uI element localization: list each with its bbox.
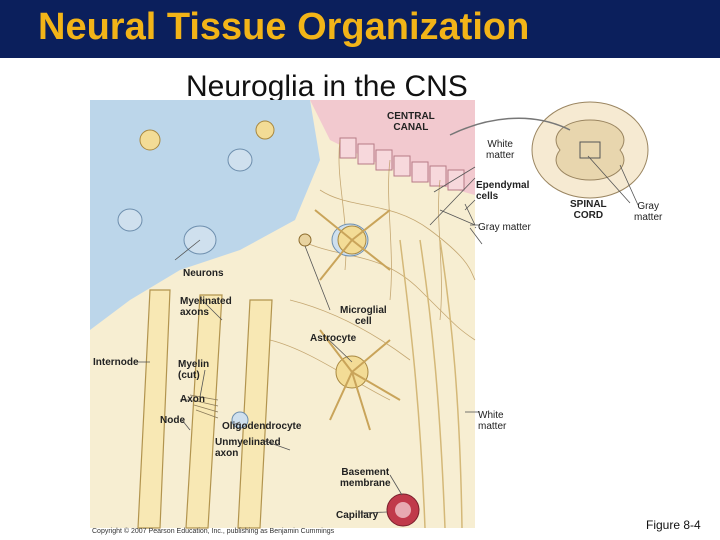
spinal-cord-section — [531, 101, 649, 199]
label-myelin-cut: Myelin (cut) — [178, 359, 210, 381]
label-astrocyte: Astrocyte — [310, 333, 357, 344]
label-central-canal: CENTRAL CANAL — [387, 111, 435, 133]
astrocyte-processes — [314, 209, 401, 431]
ependymal-cells — [339, 137, 465, 191]
label-white-matter-bottom: White matter — [478, 410, 507, 432]
leader-lines — [135, 155, 639, 514]
label-ependymal-cells: Ependymal cells — [476, 180, 530, 202]
slide-subtitle: Neuroglia in the CNS — [186, 70, 468, 103]
copyright-notice: Copyright © 2007 Pearson Education, Inc.… — [92, 528, 335, 535]
title-bar: Neural Tissue Organization — [0, 0, 720, 58]
label-oligodendrocyte: Oligodendrocyte — [222, 421, 302, 432]
label-unmyelinated-axon: Unmyelinated axon — [215, 437, 281, 459]
figure-number: Figure 8-4 — [646, 518, 701, 532]
label-capillary: Capillary — [336, 510, 379, 521]
label-gray-matter: Gray matter — [478, 222, 531, 233]
callout-arrow — [449, 117, 571, 136]
label-spinal-cord: SPINAL CORD — [570, 199, 607, 221]
label-internode: Internode — [93, 357, 139, 368]
label-axon: Axon — [180, 394, 205, 405]
label-node: Node — [160, 415, 185, 426]
white-matter-fibers — [399, 239, 463, 529]
label-myelinated-axons: Myelinated axons — [180, 296, 232, 318]
slide-title: Neural Tissue Organization — [38, 6, 530, 48]
neuroglia-illustration — [90, 100, 649, 529]
microglial-cell — [298, 233, 312, 247]
myelinated-axons — [137, 289, 273, 529]
label-neurons: Neurons — [183, 268, 224, 279]
label-white-matter-top: White matter — [486, 139, 515, 161]
myelin-cut-detail — [189, 394, 219, 419]
label-gray-matter-right: Gray matter — [634, 201, 663, 223]
label-basement-membrane: Basement membrane — [340, 467, 391, 489]
glial-region — [90, 100, 320, 330]
label-microglial-cell: Microglial cell — [340, 305, 387, 327]
